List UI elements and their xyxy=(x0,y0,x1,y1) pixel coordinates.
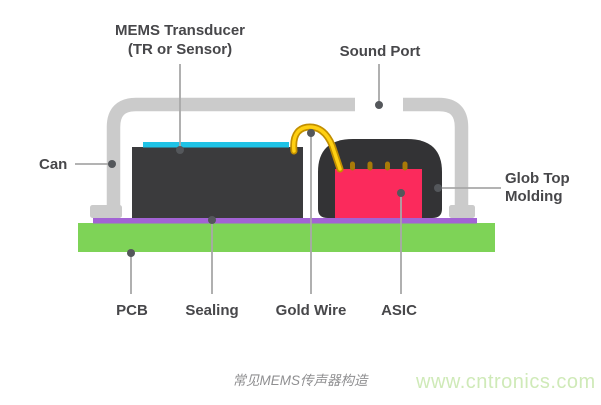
dot-pcb xyxy=(127,249,135,257)
membrane-shape xyxy=(143,142,289,148)
can-left-wall xyxy=(106,97,355,207)
pcb-shape xyxy=(78,223,495,252)
asic-pin xyxy=(350,161,355,171)
mems-die-shape xyxy=(132,147,303,218)
asic-pin xyxy=(385,161,390,171)
gold-wire-shape xyxy=(290,123,344,173)
label-pcb: PCB xyxy=(116,302,148,319)
label-sound-port: Sound Port xyxy=(339,43,421,60)
can-left-foot xyxy=(90,205,122,218)
can-feet xyxy=(90,205,475,218)
can-shape xyxy=(106,97,469,207)
label-gold-wire: Gold Wire xyxy=(275,302,347,319)
dot-sealing xyxy=(208,216,216,224)
label-asic: ASIC xyxy=(381,302,417,319)
asic-pin xyxy=(367,161,373,171)
dot-glob-top-molding xyxy=(434,184,442,192)
label-mems-transducer: MEMS Transducer (TR or Sensor) xyxy=(115,21,245,59)
gold-wire-core xyxy=(291,125,342,171)
label-glob-top-molding: Glob Top Molding xyxy=(505,170,570,205)
asic-shape xyxy=(335,169,422,218)
label-can: Can xyxy=(39,156,68,173)
leader-lines xyxy=(75,64,501,294)
dot-can xyxy=(108,160,116,168)
label-glob-top-molding-line1: Glob Top xyxy=(505,170,570,187)
dot-asic xyxy=(397,189,405,197)
dot-sound-port xyxy=(375,101,383,109)
label-glob-top-molding-line2: Molding xyxy=(505,187,563,205)
asic-pin xyxy=(402,161,408,171)
label-mems-transducer-line2: (TR or Sensor) xyxy=(127,41,233,58)
dot-mems-transducer xyxy=(176,146,184,154)
dot-gold-wire xyxy=(307,129,315,137)
can-right-foot xyxy=(449,205,475,218)
diagram-caption: 常见MEMS传声器构造 xyxy=(232,373,368,388)
asic-pins xyxy=(350,161,408,171)
watermark-text: www.cntronics.com xyxy=(416,371,596,393)
leader-dots xyxy=(108,101,442,257)
sealing-shape xyxy=(93,218,477,224)
label-sealing: Sealing xyxy=(185,302,239,319)
can-right-wall xyxy=(403,97,469,207)
label-mems-transducer-line1: MEMS Transducer xyxy=(114,22,246,39)
